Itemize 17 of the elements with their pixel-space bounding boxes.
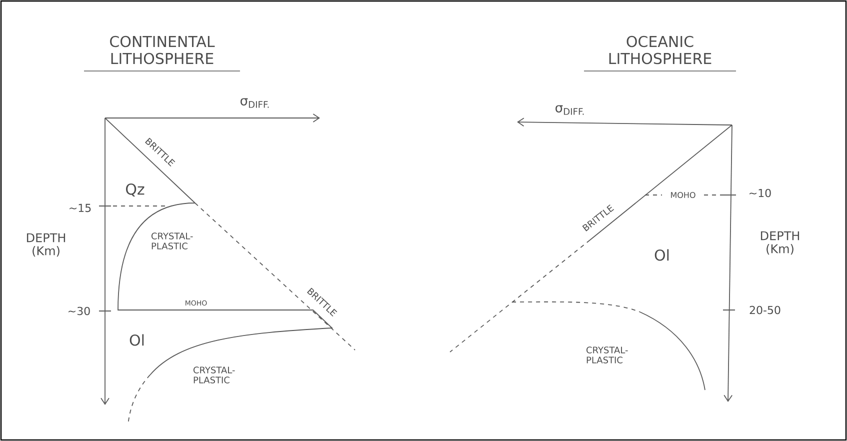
depth-tick-label: ~15 — [70, 204, 91, 212]
panel-title: OCEANIC LITHOSPHERE — [584, 36, 736, 72]
region-label: Ol — [654, 249, 669, 261]
region-label: Qz — [126, 183, 144, 197]
region-label: CRYSTAL-PLASTIC — [586, 346, 628, 364]
axis-label: σ$_{DIFF.}$ — [556, 105, 584, 115]
axis-label: DEPTH (Km) — [760, 231, 800, 255]
panel-title: CONTINENTAL LITHOSPHERE — [84, 36, 240, 72]
depth-tick-label: 20-50 — [750, 306, 780, 314]
region-label: CRYSTAL-PLASTIC — [152, 232, 193, 250]
depth-tick-label: ~30 — [68, 306, 90, 316]
axis-label: σ$_{DIFF.}$ — [240, 98, 269, 108]
depth-tick-label: ~10 — [750, 188, 771, 198]
boundary-label: MOHO — [671, 192, 696, 198]
region-label: CRYSTAL-PLASTIC — [194, 366, 235, 384]
axis-label: DEPTH (Km) — [26, 233, 66, 257]
region-label: Ol — [130, 334, 144, 346]
